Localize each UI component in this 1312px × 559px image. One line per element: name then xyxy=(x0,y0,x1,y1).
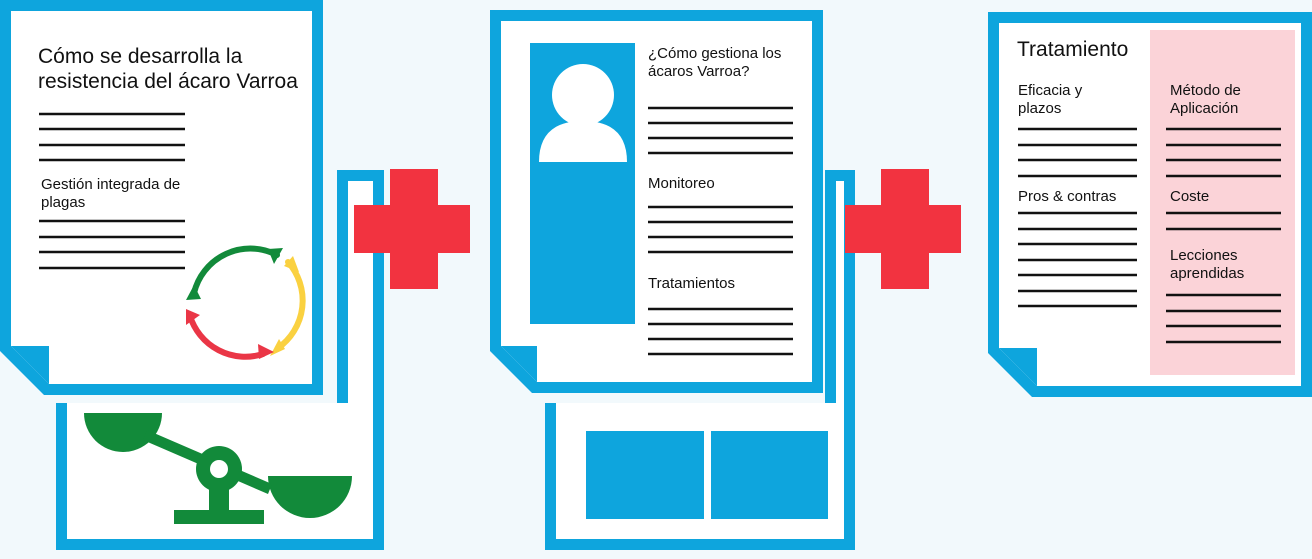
doc3-left-lines xyxy=(1018,127,1137,308)
doc1-section-label: Gestión integrada de plagas xyxy=(41,176,181,211)
person-silhouette-icon xyxy=(530,43,635,324)
plus-icon xyxy=(354,169,470,289)
plus-icon xyxy=(845,169,961,289)
highlight-column xyxy=(1150,30,1295,375)
doc3-right-lines xyxy=(1166,127,1281,344)
balance-scale-icon xyxy=(84,413,352,524)
gallery-tiles xyxy=(586,431,828,519)
doc3-efficacy-label: Eficacia y plazos xyxy=(1018,82,1083,117)
doc3-lessons-label: Lecciones aprendidas xyxy=(1170,247,1245,282)
doc1-title: Cómo se desarrolla la resistencia del ác… xyxy=(38,45,298,93)
doc3-method-label: Método de Aplicación xyxy=(1170,82,1241,117)
doc1-back-sheet xyxy=(56,170,384,550)
doc3-pros-cons-label: Pros & contras xyxy=(1018,188,1117,205)
doc2-text-lines xyxy=(648,106,793,356)
doc3-title: Tratamiento xyxy=(1017,38,1129,61)
cycle-arrows-icon xyxy=(186,245,306,360)
doc2-monitoring-label: Monitoreo xyxy=(648,175,715,192)
doc1-front-sheet xyxy=(0,0,323,395)
doc1-text-lines xyxy=(39,112,185,270)
doc2-treatments-label: Tratamientos xyxy=(648,275,735,292)
doc3-cost-label: Coste xyxy=(1170,188,1210,205)
doc2-question: ¿Cómo gestiona los ácaros Varroa? xyxy=(648,45,782,80)
